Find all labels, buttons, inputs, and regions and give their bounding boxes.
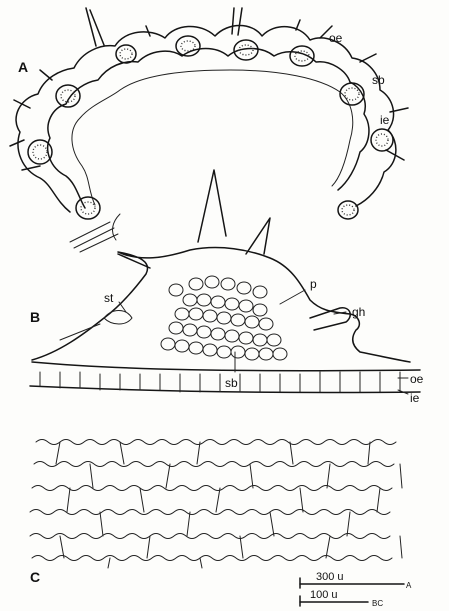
scale-bar-100-ref: BC [372, 599, 383, 608]
panel-a-label-sb: sb [372, 73, 385, 87]
panel-b-stoma [60, 311, 132, 341]
panel-c-label: C [30, 569, 40, 585]
panel-a-cells [28, 36, 393, 219]
panel-b-bundle-cells [161, 276, 287, 360]
panel-b-spines [118, 170, 270, 268]
panel-a-lower-left-hairs [70, 214, 120, 252]
panel-b-label-p: p [310, 277, 317, 291]
panel-b-label: B [30, 309, 40, 325]
panel-a-inner-outline [48, 49, 369, 209]
panel-c-wall-5 [30, 534, 390, 539]
panel-b-label-sb: sb [225, 376, 238, 390]
panel-a-label-oe: oe [329, 31, 343, 45]
panel-c-wall-4 [30, 510, 390, 515]
panel-c-wall-2 [34, 462, 394, 467]
panel-b-label-gh: gh [352, 305, 365, 319]
panel-b-label-oe: oe [410, 372, 424, 386]
scale-bars: 300 u A 100 u BC [300, 571, 412, 608]
panel-a-label: A [18, 59, 28, 75]
panel-a-label-ie: ie [380, 113, 390, 127]
scale-bar-300-ref: A [406, 581, 412, 590]
panel-c-cross-walls [56, 442, 402, 568]
panel-b-label-st: st [104, 291, 114, 305]
panel-c-drawing [30, 440, 402, 569]
scale-bar-100-label: 100 u [310, 589, 338, 601]
panel-c-wall-6 [32, 556, 392, 561]
panel-a-cavity-line [72, 70, 353, 205]
scale-bar-300-label: 300 u [316, 571, 344, 583]
panel-a-drawing [10, 8, 408, 252]
panel-b-glandular-hair [310, 308, 350, 330]
panel-c-wall-1 [36, 440, 396, 445]
panel-c-wall-3 [32, 486, 392, 491]
panel-b-label-ie: ie [410, 391, 420, 405]
